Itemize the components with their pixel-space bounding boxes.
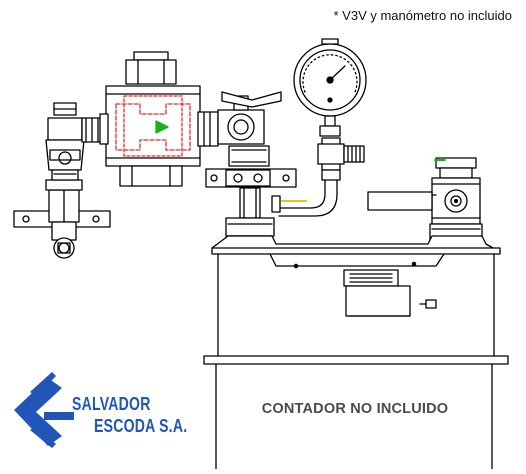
pressure-regulator xyxy=(99,51,219,187)
middle-mounting-bracket xyxy=(205,168,297,188)
brand-name-line1: SALVADOR xyxy=(72,394,151,414)
escoda-logo-icon xyxy=(14,372,74,448)
left-filter-body xyxy=(45,102,85,181)
right-outlet-valve xyxy=(367,157,483,243)
brand-name-line2: ESCODA S.A. xyxy=(94,416,188,436)
left-union xyxy=(81,117,103,143)
middle-stop-valve xyxy=(217,91,282,167)
left-inlet-valve xyxy=(45,179,83,259)
meter-not-included-caption: CONTADOR NO INCLUIDO xyxy=(261,401,449,417)
not-included-note: * V3V y manómetro no incluido xyxy=(333,8,512,23)
gauge-supply-pipe xyxy=(271,179,338,217)
meter-register-display xyxy=(343,269,437,317)
gas-meter-body xyxy=(203,235,509,470)
flow-direction-arrow xyxy=(155,120,169,134)
gauge-valve xyxy=(317,137,365,181)
pressure-gauge xyxy=(293,38,367,137)
